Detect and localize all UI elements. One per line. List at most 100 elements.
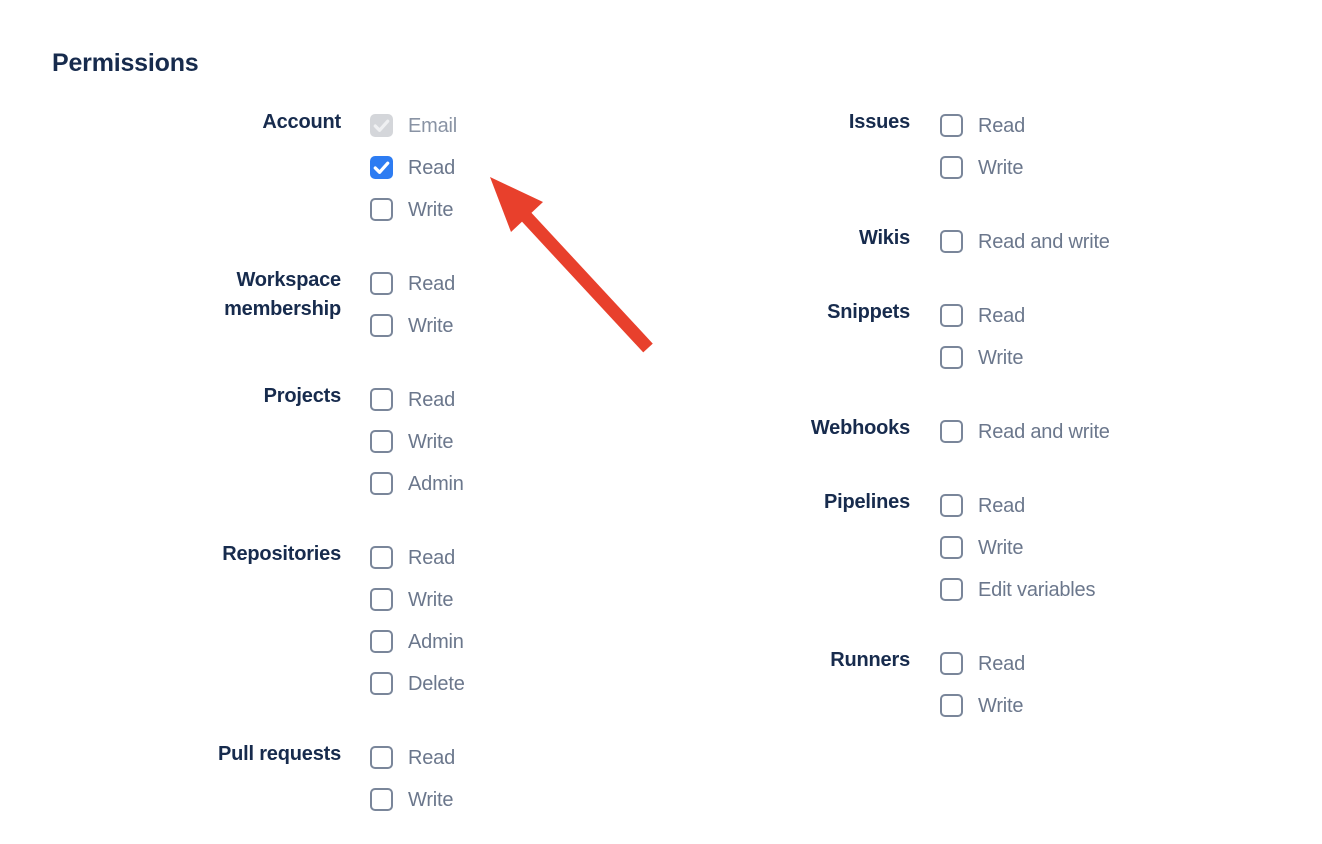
permission-option-projects-write: Write — [370, 430, 464, 472]
snippets-write-checkbox[interactable] — [940, 346, 963, 369]
option-label[interactable]: Admin — [408, 631, 464, 653]
option-label[interactable]: Write — [408, 589, 454, 611]
permission-option-issues-write: Write — [940, 156, 1025, 198]
projects-write-checkbox[interactable] — [370, 430, 393, 453]
group-label-workspace-membership: Workspace membership — [224, 269, 341, 320]
snippets-read-checkbox[interactable] — [940, 304, 963, 327]
group-label-pull-requests: Pull requests — [218, 743, 341, 765]
permission-option-webhooks-read-and-write: Read and write — [940, 420, 1110, 462]
pipelines-edit-variables-checkbox[interactable] — [940, 578, 963, 601]
permission-option-issues-read: Read — [940, 114, 1025, 156]
option-label[interactable]: Write — [408, 315, 454, 337]
option-list: Read and write — [940, 230, 1110, 272]
account-write-checkbox[interactable] — [370, 198, 393, 221]
runners-read-checkbox[interactable] — [940, 652, 963, 675]
option-label[interactable]: Read — [408, 157, 456, 179]
option-label[interactable]: Write — [978, 157, 1024, 179]
repositories-admin-checkbox[interactable] — [370, 630, 393, 653]
permission-option-repositories-write: Write — [370, 588, 465, 630]
permission-option-pipelines-write: Write — [940, 536, 1095, 578]
permission-option-pipelines-edit-variables: Edit variables — [940, 578, 1095, 620]
option-label[interactable]: Write — [408, 431, 454, 453]
permission-option-pipelines-read: Read — [940, 494, 1095, 536]
group-label-projects: Projects — [263, 385, 342, 407]
permission-option-account-read: Read — [370, 156, 457, 198]
option-label[interactable]: Read — [408, 547, 456, 569]
workspace-membership-read-checkbox[interactable] — [370, 272, 393, 295]
group-label-webhooks: Webhooks — [810, 417, 910, 439]
pipelines-write-checkbox[interactable] — [940, 536, 963, 559]
account-read-checkbox[interactable] — [370, 156, 393, 179]
option-label[interactable]: Read and write — [978, 231, 1110, 253]
option-label[interactable]: Read — [978, 115, 1026, 137]
option-label[interactable]: Read — [978, 495, 1026, 517]
option-label[interactable]: Write — [978, 347, 1024, 369]
option-label[interactable]: Write — [978, 537, 1024, 559]
group-label-issues: Issues — [848, 111, 910, 133]
workspace-membership-write-checkbox[interactable] — [370, 314, 393, 337]
permission-option-runners-write: Write — [940, 694, 1025, 736]
issues-read-checkbox[interactable] — [940, 114, 963, 137]
account-email-checkbox — [370, 114, 393, 137]
group-label-snippets: Snippets — [827, 301, 910, 323]
option-label[interactable]: Write — [408, 789, 454, 811]
permission-option-repositories-admin: Admin — [370, 630, 465, 672]
group-label-repositories: Repositories — [222, 543, 341, 565]
permission-option-workspace-membership-read: Read — [370, 272, 455, 314]
permission-option-projects-read: Read — [370, 388, 464, 430]
permission-option-account-write: Write — [370, 198, 457, 240]
option-label[interactable]: Edit variables — [978, 579, 1096, 601]
permission-option-repositories-delete: Delete — [370, 672, 465, 714]
projects-admin-checkbox[interactable] — [370, 472, 393, 495]
issues-write-checkbox[interactable] — [940, 156, 963, 179]
pull-requests-write-checkbox[interactable] — [370, 788, 393, 811]
option-label[interactable]: Email — [408, 115, 458, 137]
option-label[interactable]: Read — [978, 305, 1026, 327]
permission-option-pull-requests-write: Write — [370, 788, 455, 830]
option-label[interactable]: Read — [408, 273, 456, 295]
permission-option-workspace-membership-write: Write — [370, 314, 455, 356]
wikis-read-and-write-checkbox[interactable] — [940, 230, 963, 253]
repositories-delete-checkbox[interactable] — [370, 672, 393, 695]
group-label-pipelines: Pipelines — [823, 491, 910, 513]
pipelines-read-checkbox[interactable] — [940, 494, 963, 517]
runners-write-checkbox[interactable] — [940, 694, 963, 717]
option-label[interactable]: Admin — [408, 473, 464, 495]
group-label-wikis: Wikis — [858, 227, 910, 249]
pull-requests-read-checkbox[interactable] — [370, 746, 393, 769]
option-label[interactable]: Read and write — [978, 421, 1110, 443]
projects-read-checkbox[interactable] — [370, 388, 393, 411]
permission-option-snippets-write: Write — [940, 346, 1025, 388]
option-label[interactable]: Read — [408, 747, 456, 769]
option-label[interactable]: Write — [978, 695, 1024, 717]
option-label[interactable]: Write — [408, 199, 454, 221]
permission-option-projects-admin: Admin — [370, 472, 464, 514]
webhooks-read-and-write-checkbox[interactable] — [940, 420, 963, 443]
permission-option-runners-read: Read — [940, 652, 1025, 694]
option-label[interactable]: Delete — [408, 673, 465, 695]
permission-option-wikis-read-and-write: Read and write — [940, 230, 1110, 272]
repositories-read-checkbox[interactable] — [370, 546, 393, 569]
repositories-write-checkbox[interactable] — [370, 588, 393, 611]
permission-option-pull-requests-read: Read — [370, 746, 455, 788]
permission-group-wikis: Wikis Read and write — [750, 227, 1110, 272]
option-label[interactable]: Read — [408, 389, 456, 411]
option-label[interactable]: Read — [978, 653, 1026, 675]
